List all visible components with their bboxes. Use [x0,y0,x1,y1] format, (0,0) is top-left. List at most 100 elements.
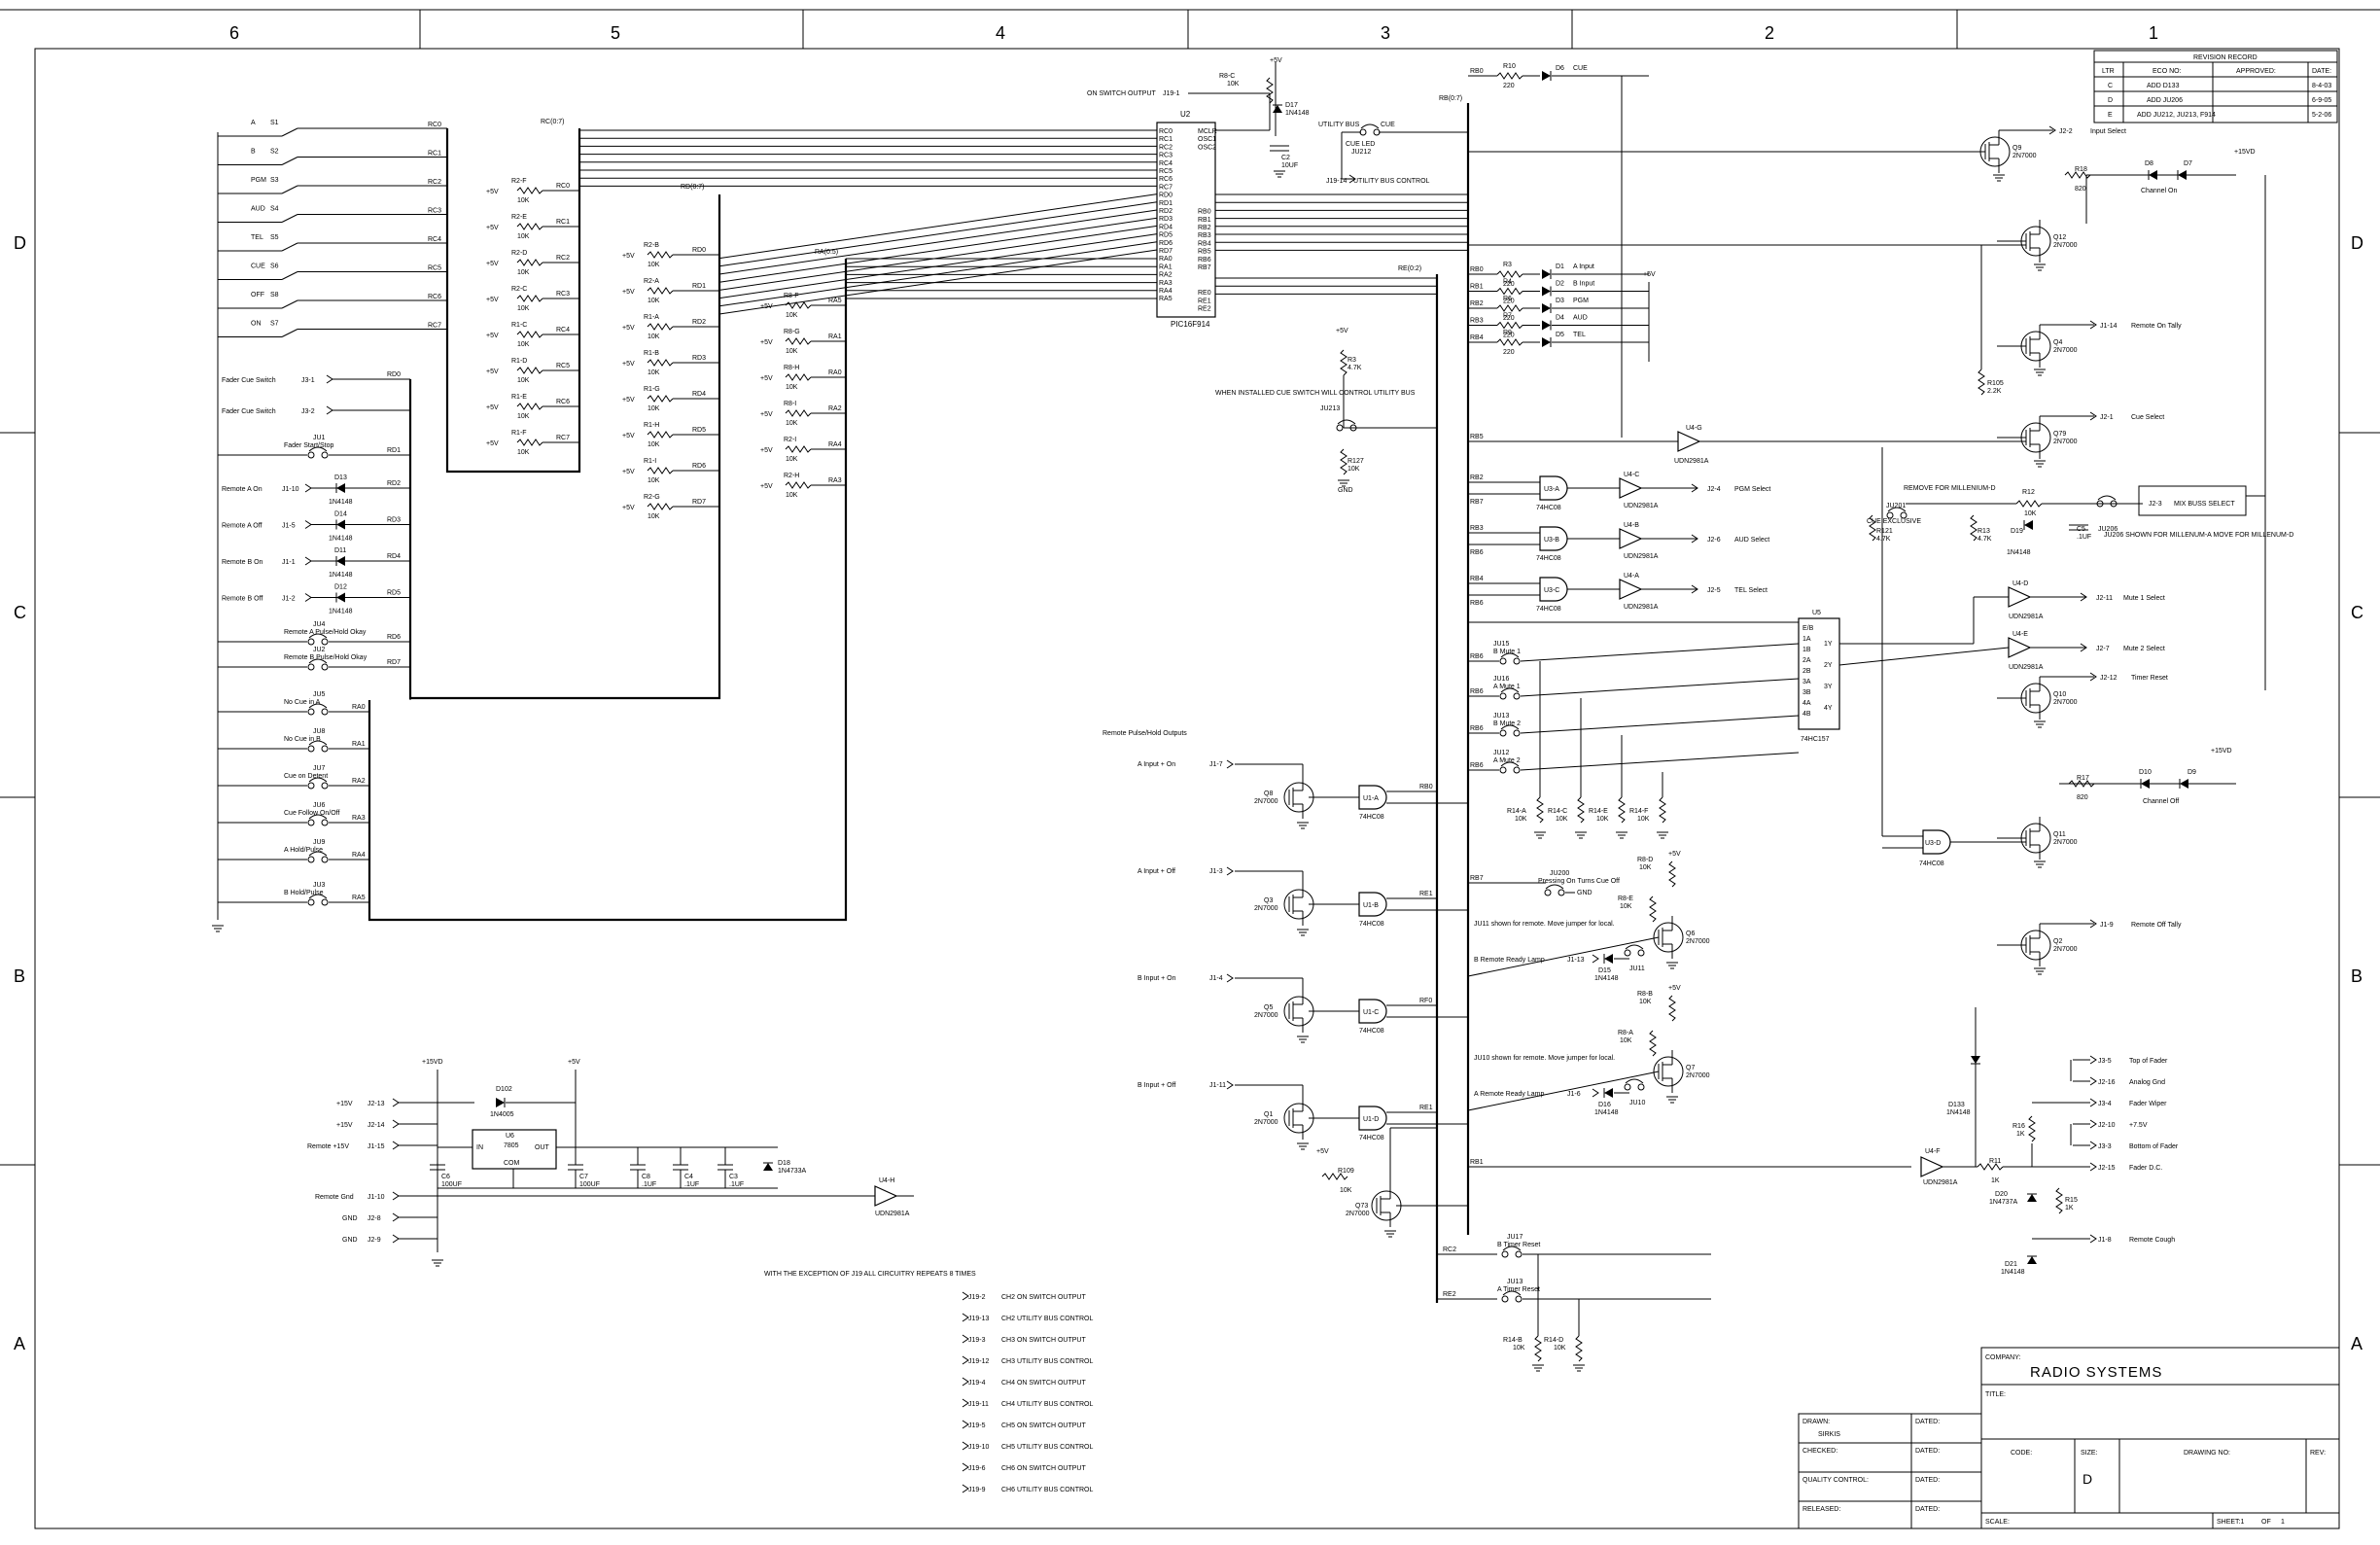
diode-symbol [1542,286,1552,297]
pullup-value: 10K [517,305,530,312]
led-label: PGM [1573,298,1589,304]
d18-ref: D18 [778,1160,790,1167]
connector-arrow [2089,1076,2097,1086]
mosfet-label: Timer Reset [2131,675,2168,682]
r12-ref: R12 [2022,489,2035,496]
jumper-net: RD6 [387,634,401,641]
diode-symbol [335,592,345,603]
ju200-gnd: GND [1577,890,1592,896]
drawing-no-label: DRAWING NO: [2184,1450,2230,1457]
resistor-symbol [785,301,812,309]
mcu-pin-left: RC5 [1159,168,1172,175]
ground-symbol [1666,1096,1678,1104]
d102-ref: D102 [496,1086,512,1093]
remote-input-net: RD4 [387,553,401,560]
lamp-diode: D15 [1598,967,1611,974]
r127-value: 10K [1348,466,1360,473]
timer-ref: JU13 [1507,1279,1522,1285]
mcu-pin-right: RB1 [1198,217,1211,224]
revision-header-approved: APPROVED: [2236,68,2276,75]
pullup-ref: R8-I [784,401,796,407]
resistor-symbol [1496,72,1523,80]
mosfet-ref: Q10 [2053,691,2066,698]
u4g-ref: U4-G [1686,425,1702,432]
pullup-ref: R2-H [784,473,799,479]
remote-output-gate: U1-D [1363,1116,1379,1123]
resistor-symbol [1618,796,1626,824]
r14-value: 10K [1637,816,1650,823]
led-res-value: 220 [1503,298,1515,305]
jumper-label: Remote A Pulse/Hold Okay [284,629,367,636]
driver-buffer [1920,1156,1944,1177]
mcu-pin-right: RE1 [1198,298,1211,304]
pullup-net: RC0 [556,183,570,190]
u4h-part: UDN2981A [875,1211,910,1217]
diode-symbol [335,519,345,530]
r109-value: 10K [1340,1187,1352,1194]
left-input-label: Fader Cue Switch [222,408,276,415]
mosfet-label: Input Select [2090,128,2126,135]
r14-ref: R14-C [1548,808,1567,815]
mcu-pin-right: OSC2 [1198,144,1216,151]
pullup-supply: +5V [486,297,499,303]
mosfet-part: 2N7000 [2012,153,2037,159]
connector-arrow [392,1119,400,1129]
regulator-out: OUT [535,1144,550,1151]
jumper-label: Fader Start/Stop [284,442,333,449]
c2-ref: C2 [1281,155,1290,161]
remote-input-diode: D14 [334,511,347,518]
mosfet-ref: Q79 [2053,431,2066,438]
led-net: RB1 [1470,284,1484,291]
mosfet-part: 2N7000 [2053,839,2078,846]
resistor-symbol [1496,338,1523,346]
resistor-symbol [516,367,543,374]
led-label: TEL [1573,332,1586,338]
pullup-value: 10K [648,369,660,376]
connector-arrow [962,1377,969,1387]
jumper-symbol [1499,687,1521,700]
lamp-qpart: 2N7000 [1686,938,1710,945]
connector-arrow [2089,919,2097,929]
title-block: COMPANY: RADIO SYSTEMS TITLE: CODE: SIZE… [1798,1347,2340,1529]
and-gate [1922,829,1951,855]
resistor-symbol [1266,77,1274,104]
lamp-label: A Remote Ready Lamp [1474,1091,1544,1098]
remote-output-q: Q8 [1264,790,1273,797]
jumper-label: No Cue in B [284,736,321,743]
cap-value: 100UF [441,1181,462,1188]
company-name: RADIO SYSTEMS [2030,1364,2162,1381]
power-pin-label: +15V [336,1101,353,1107]
pullup-ref: R2-D [511,250,527,257]
left-input-net: RD0 [387,371,401,378]
remote-input-diode-part: 1N4148 [329,499,353,506]
lamp-r1: R8-E [1618,895,1633,902]
lamp-r2: R8-B [1637,991,1653,998]
mcu-pin-left: RC0 [1159,128,1172,135]
mux-pin-out: 1Y [1824,641,1833,648]
u4h-ref: U4-H [879,1177,894,1184]
j19-label: CH6 UTILITY BUS CONTROL [1001,1487,1093,1493]
led-res-ref: R9 [1503,330,1512,336]
pullup-net: RC3 [556,291,570,298]
ground-symbol [1297,929,1309,936]
pullup-value: 10K [517,377,530,384]
size-value: D [2082,1471,2092,1487]
resistor-symbol [1496,270,1523,278]
remote-input-net: RD2 [387,480,401,487]
mcu-u2: U2 PIC16F914 RC0RC1RC2RC3RC4RC5RC6RC7RD0… [1156,110,1217,329]
jumper-label: Remote B Pulse/Hold Okay [284,654,368,661]
led-res-ref: R6 [1503,296,1512,302]
led-ref: D4 [1556,315,1564,322]
switch-net: RC2 [428,179,441,186]
switch-net: RC3 [428,208,441,215]
resistor-symbol [2064,171,2091,179]
pullup-ref: R2-B [644,242,659,249]
diode-symbol [496,1098,506,1107]
j19-pin: J19-4 [968,1380,986,1387]
lamp-r2-value: 10K [1639,999,1652,1005]
utility-bus-control-label: UTILITY BUS CONTROL [1353,178,1430,185]
j19-pin: J19-3 [968,1337,986,1344]
gate-part: 74HC08 [1536,555,1561,562]
ground-symbol [1534,831,1546,839]
